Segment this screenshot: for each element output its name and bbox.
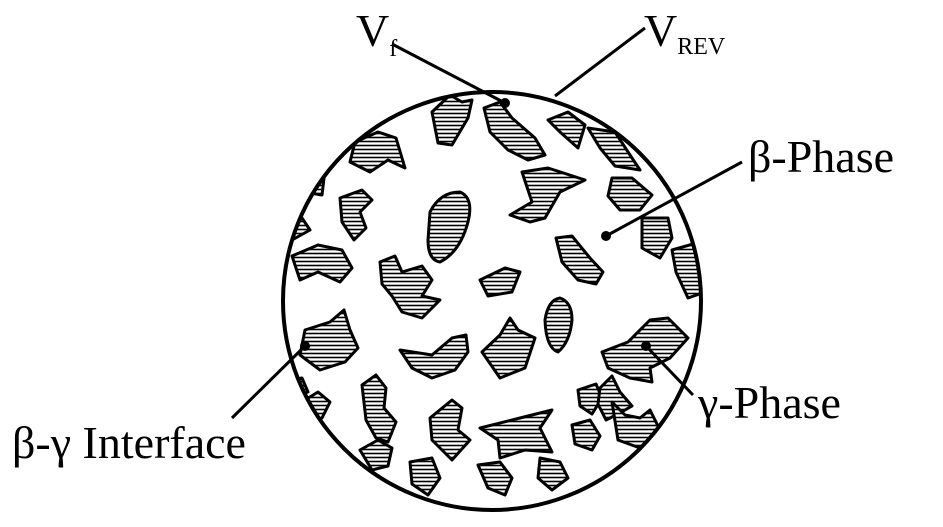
gamma-particle — [428, 192, 470, 262]
gamma-particle — [480, 268, 520, 296]
gamma-particle — [672, 242, 710, 298]
gamma-particle — [480, 410, 552, 458]
vf-label: Vf — [356, 5, 397, 62]
gamma-particle — [270, 215, 310, 240]
vrev-leader-line — [555, 28, 645, 96]
vf-leader-line — [392, 44, 505, 103]
interface-leader-dot — [300, 341, 310, 351]
vrev-label-main: V — [644, 5, 677, 56]
gamma-particle — [380, 256, 440, 318]
gamma-particle — [556, 236, 603, 284]
gamma-particle — [572, 420, 600, 450]
gamma-particle — [642, 218, 672, 258]
gamma-particle — [548, 112, 585, 148]
gamma-phase-leader-dot — [641, 341, 651, 351]
gamma-particle — [612, 402, 660, 448]
gamma-particle — [432, 95, 472, 145]
interface-label: β-γ Interface — [12, 417, 246, 468]
gamma-particle — [352, 96, 378, 116]
interface-leader-line — [232, 346, 305, 418]
gamma-phase-label: γ-Phase — [697, 377, 841, 428]
gamma-particle — [608, 178, 652, 210]
beta-phase-label: β-Phase — [748, 131, 894, 182]
gamma-particle — [400, 335, 468, 378]
gamma-particle — [430, 400, 470, 460]
vf-label-main: V — [356, 5, 389, 56]
vf-label-subscript: f — [389, 36, 397, 62]
vf-leader-dot — [500, 98, 510, 108]
gamma-particle — [482, 318, 535, 378]
gamma-particle — [484, 102, 545, 160]
beta-phase-leader-dot — [601, 231, 611, 241]
gamma-particle — [538, 458, 568, 490]
gamma-particle — [588, 128, 640, 170]
gamma-particle — [285, 160, 325, 195]
gamma-particle — [292, 245, 352, 282]
vrev-label-subscript: REV — [677, 34, 726, 60]
gamma-particle — [340, 190, 372, 240]
gamma-particle — [300, 310, 358, 370]
gamma-particle — [545, 298, 572, 352]
vrev-label: VREV — [644, 5, 726, 60]
gamma-particle — [510, 168, 585, 222]
gamma-particle — [362, 375, 396, 442]
gamma-particle — [410, 458, 440, 495]
gamma-particle — [478, 462, 512, 495]
